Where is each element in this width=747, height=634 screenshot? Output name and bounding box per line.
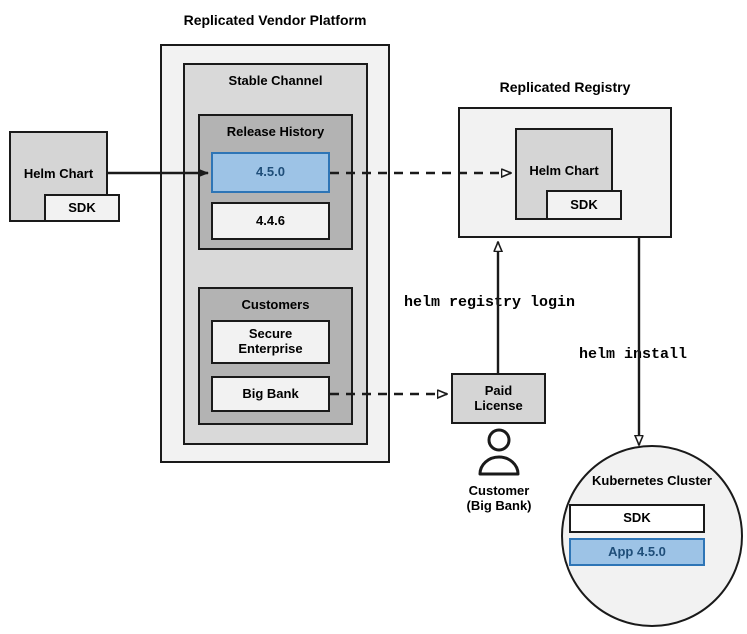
source-helm-chart-sdk[interactable]: SDK	[44, 194, 120, 222]
registry-title: Replicated Registry	[499, 79, 631, 95]
cluster-sdk[interactable]: SDK	[569, 504, 705, 533]
customer-actor-label: Customer (Big Bank)	[466, 483, 532, 513]
kubernetes-cluster-label: Kubernetes Cluster	[592, 473, 712, 488]
paid-license[interactable]: Paid License	[451, 373, 546, 424]
customer-big-bank[interactable]: Big Bank	[211, 376, 330, 412]
cluster-app-4-5-0[interactable]: App 4.5.0	[569, 538, 705, 566]
customer-actor-icon	[473, 428, 525, 476]
release-history-label: Release History	[226, 124, 325, 139]
stable-channel-label: Stable Channel	[228, 73, 323, 88]
release-item-4-5-0[interactable]: 4.5.0	[211, 152, 330, 193]
registry-helm-chart-sdk[interactable]: SDK	[546, 190, 622, 220]
person-icon	[478, 428, 520, 476]
release-item-4-4-6[interactable]: 4.4.6	[211, 202, 330, 240]
customers-label: Customers	[241, 297, 310, 312]
container-kubernetes-cluster	[561, 445, 743, 627]
edge-label-helm-install: helm install	[579, 346, 688, 363]
platform-title: Replicated Vendor Platform	[183, 12, 367, 28]
edge-label-helm-registry-login: helm registry login	[404, 294, 576, 311]
customer-secure-enterprise[interactable]: Secure Enterprise	[211, 320, 330, 364]
